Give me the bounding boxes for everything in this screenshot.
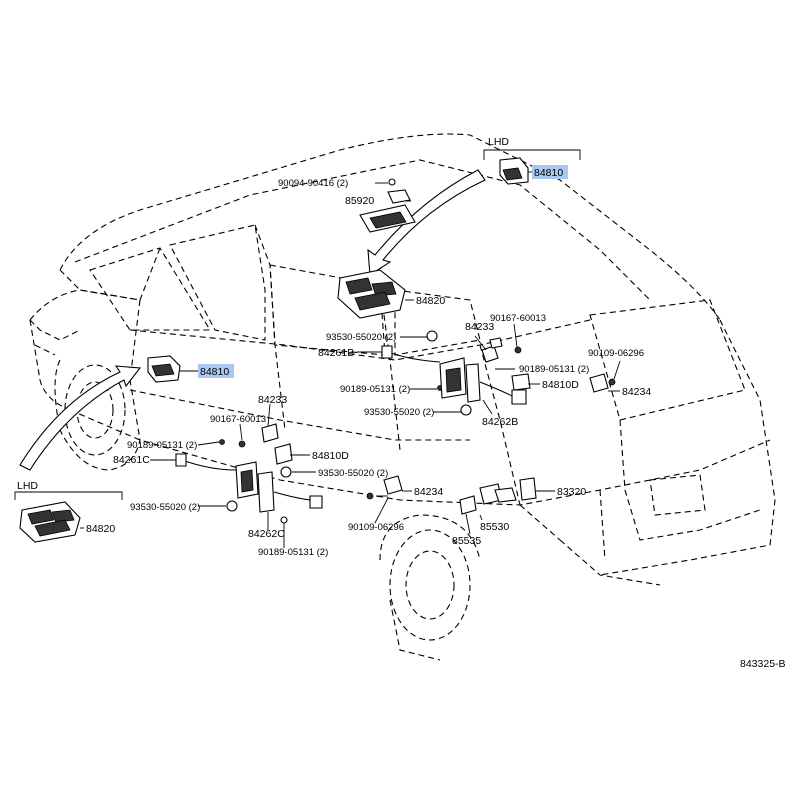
wire-harnesses: [175, 345, 527, 513]
lhd-bracket-top: [483, 149, 581, 160]
part-label-90109-06296-b[interactable]: 90109-06296: [348, 522, 404, 533]
part-label-93530-55020-b[interactable]: 93530-55020 (2): [364, 407, 434, 418]
part-label-93530-55020-d[interactable]: 93530-55020 (2): [130, 502, 200, 513]
part-label-93530-55020-c[interactable]: 93530-55020 (2): [318, 468, 388, 479]
part-label-85530[interactable]: 85530: [480, 521, 509, 533]
part-label-84810-mid[interactable]: 84810: [200, 366, 229, 378]
part-label-84234-a[interactable]: 84234: [622, 386, 651, 398]
part-labels: LHD LHD 84810 84810 90094-90416 (2) 8592…: [17, 136, 786, 670]
part-label-84810d-a[interactable]: 84810D: [542, 379, 579, 391]
bracket-85920-shape: [359, 178, 416, 233]
part-label-84810d-b[interactable]: 84810D: [312, 450, 349, 462]
part-label-85920[interactable]: 85920: [345, 195, 374, 207]
lhd-label-left: LHD: [17, 480, 38, 492]
part-label-84810-top[interactable]: 84810: [534, 167, 563, 179]
master-switch-84820-center-shape: [337, 269, 406, 319]
part-label-83320[interactable]: 83320: [557, 486, 586, 498]
switch-84810-mid-shape: [147, 355, 181, 383]
part-label-84261c[interactable]: 84261C: [113, 454, 150, 466]
switch-84810-top-shape: [499, 157, 529, 185]
part-label-90109-06296-a[interactable]: 90109-06296: [588, 348, 644, 359]
part-label-90189-05131-c[interactable]: 90189-05131 (2): [127, 440, 197, 451]
diagram-reference-id: 843325-B: [740, 658, 786, 670]
highlight-84810-top: [532, 165, 568, 179]
part-label-84233-b[interactable]: 84233: [258, 394, 287, 406]
part-label-84820-left[interactable]: 84820: [86, 523, 115, 535]
highlight-84810-mid: [198, 364, 234, 378]
part-label-90167-60013-b[interactable]: 90167-60013: [210, 414, 266, 425]
part-label-84262b[interactable]: 84262B: [482, 416, 518, 428]
part-label-84233-a[interactable]: 84233: [465, 321, 494, 333]
part-label-84820-center[interactable]: 84820: [416, 295, 445, 307]
part-label-85535[interactable]: 85535: [452, 535, 481, 547]
part-label-84234-b[interactable]: 84234: [414, 486, 443, 498]
master-switch-84820-left-shape: [19, 501, 81, 543]
lhd-bracket-left: [14, 491, 123, 500]
part-label-90189-05131-d[interactable]: 90189-05131 (2): [258, 547, 328, 558]
pointer-arrows: [19, 169, 486, 471]
part-label-90167-60013-a[interactable]: 90167-60013: [490, 313, 546, 324]
part-label-90189-05131-a[interactable]: 90189-05131 (2): [340, 384, 410, 395]
part-label-93530-55020-a[interactable]: 93530-55020 (2): [326, 332, 396, 343]
part-label-90094-90416[interactable]: 90094-90416 (2): [278, 178, 348, 189]
part-label-84261b[interactable]: 84261B: [318, 347, 354, 359]
leader-lines: [80, 171, 621, 548]
lhd-label-top: LHD: [488, 136, 509, 148]
part-label-84262c[interactable]: 84262C: [248, 528, 285, 540]
part-label-90189-05131-b[interactable]: 90189-05131 (2): [519, 364, 589, 375]
small-parts-shapes: [219, 330, 616, 524]
